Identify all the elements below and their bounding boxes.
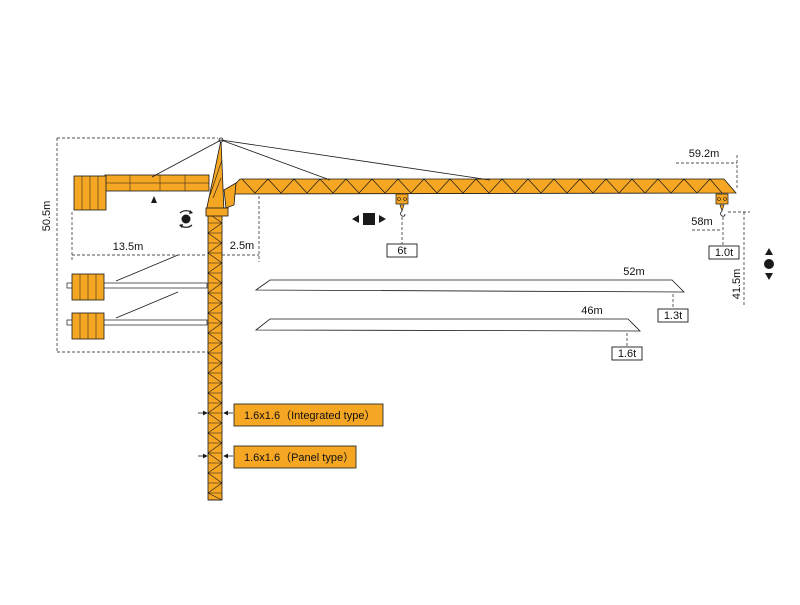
jib-option-52m: 52m 1.3t bbox=[254, 266, 689, 323]
tower-mast bbox=[207, 212, 223, 501]
capacity-1-0t-label: 1.0t bbox=[715, 247, 733, 259]
capacity-1-3t-label: 1.3t bbox=[664, 310, 682, 322]
trolley-travel-icon bbox=[352, 213, 386, 225]
jib-58m-label: 58m bbox=[691, 216, 712, 228]
hoisting-icon bbox=[764, 248, 774, 280]
mast-section-integrated-label: 1.6x1.6（Integrated type） bbox=[244, 409, 375, 422]
main-jib bbox=[223, 178, 737, 209]
jib-52m-label: 52m bbox=[623, 266, 644, 278]
dimension-jib-59-2m bbox=[676, 155, 738, 190]
dimension-hook-height-41-5m bbox=[728, 211, 750, 305]
dimension-height-50-5m bbox=[56, 137, 218, 353]
pendant-ties bbox=[151, 139, 491, 181]
mast-section-integrated: 1.6x1.6（Integrated type） bbox=[198, 403, 384, 427]
jib-option-46m: 46m 1.6t bbox=[254, 305, 643, 361]
jib-59-2m-label: 59.2m bbox=[689, 148, 720, 160]
capacity-1-6t-label: 1.6t bbox=[618, 348, 636, 360]
offset-2-5m-label: 2.5m bbox=[230, 240, 254, 252]
counter-jib-option-2 bbox=[66, 291, 208, 340]
tower-head bbox=[205, 137, 229, 217]
jib-46m-label: 46m bbox=[581, 305, 602, 317]
capacity-6t: 6t bbox=[386, 217, 418, 258]
capacity-6t-label: 6t bbox=[397, 245, 406, 257]
dimension-offset-2-5m bbox=[222, 196, 260, 262]
mast-section-panel: 1.6x1.6（Panel type） bbox=[198, 445, 357, 469]
dimension-counter-jib-13-5m bbox=[71, 212, 207, 262]
counter-jib-13-5m-label: 13.5m bbox=[113, 241, 144, 253]
mast-section-panel-label: 1.6x1.6（Panel type） bbox=[244, 451, 354, 464]
counter-jib-option-1 bbox=[66, 254, 208, 301]
slewing-icon bbox=[179, 210, 193, 228]
hook-height-41-5m-label: 41.5m bbox=[731, 269, 743, 300]
hook-trolley-6t bbox=[395, 193, 409, 217]
hook-trolley-tip bbox=[715, 193, 729, 217]
capacity-1-0t: 1.0t bbox=[708, 217, 740, 260]
height-50-5m-label: 50.5m bbox=[41, 201, 53, 232]
counter-jib bbox=[73, 174, 210, 211]
